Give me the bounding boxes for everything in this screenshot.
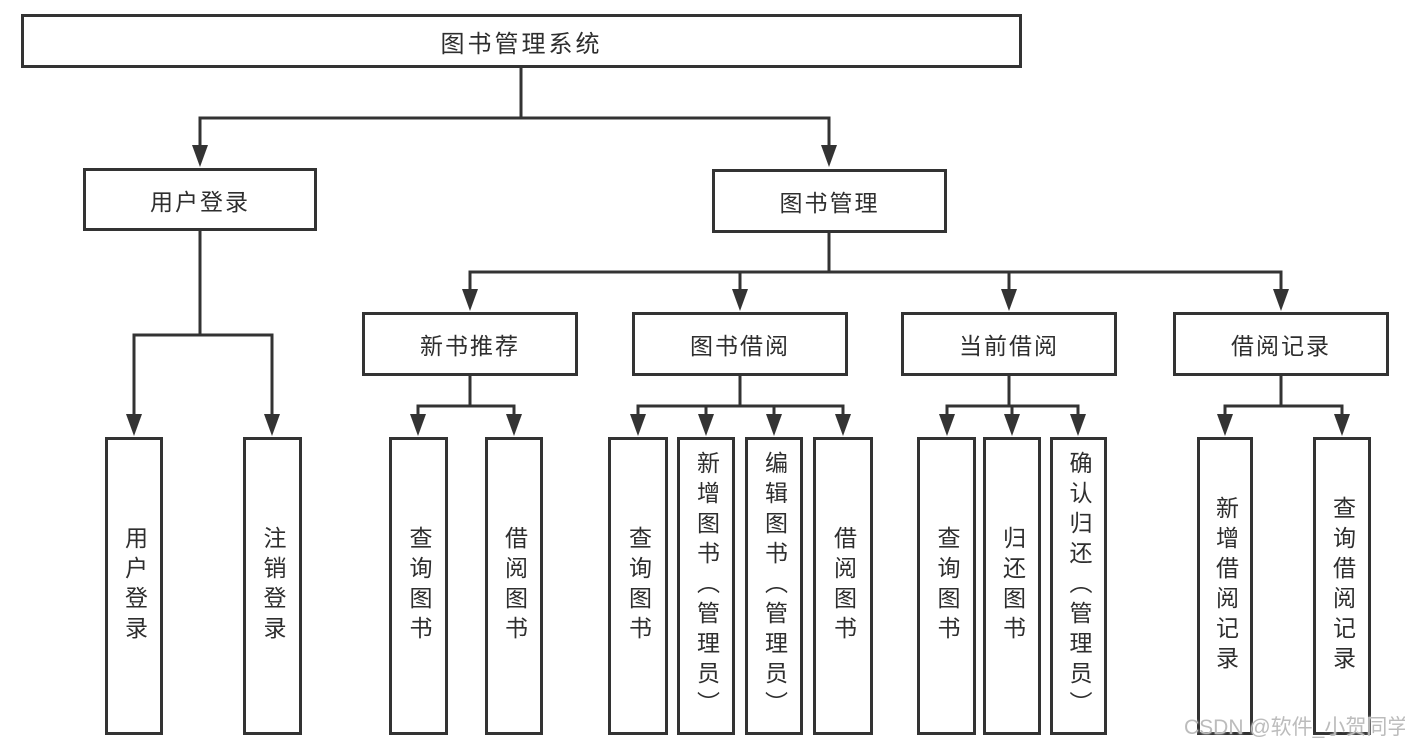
node-book-management-label: 图书管理 (779, 190, 880, 216)
watermark: CSDN @软件_小贺同学 (1184, 716, 1405, 739)
node-borrowing-records: 借阅记录 (1173, 312, 1389, 376)
node-leaf-query-books-borrowing-label: 查询图书 (625, 526, 652, 646)
node-book-borrowing: 图书借阅 (632, 312, 848, 376)
node-current-borrowing-label: 当前借阅 (959, 333, 1059, 359)
node-new-book-recommend: 新书推荐 (362, 312, 578, 376)
node-leaf-query-books-current: 查询图书 (917, 437, 976, 735)
node-leaf-add-books-admin-label: 新增图书（管理员） (693, 451, 720, 721)
node-leaf-add-borrow-record-label: 新增借阅记录 (1212, 496, 1239, 676)
node-current-borrowing: 当前借阅 (901, 312, 1117, 376)
node-leaf-return-books-label: 归还图书 (999, 526, 1026, 646)
node-book-management: 图书管理 (712, 169, 947, 233)
node-leaf-add-borrow-record: 新增借阅记录 (1197, 437, 1253, 735)
node-user-login-label: 用户登录 (150, 188, 250, 215)
node-leaf-query-borrow-record: 查询借阅记录 (1313, 437, 1371, 735)
connector-root-to-level2 (192, 68, 837, 167)
node-leaf-edit-books-admin-label: 编辑图书（管理员） (761, 451, 788, 721)
node-leaf-borrow-books-recommend: 借阅图书 (485, 437, 543, 735)
node-library-system: 图书管理系统 (21, 14, 1022, 68)
node-leaf-return-books: 归还图书 (983, 437, 1041, 735)
node-leaf-borrow-books-borrowing: 借阅图书 (813, 437, 873, 735)
node-leaf-query-books-recommend: 查询图书 (389, 437, 448, 735)
node-leaf-confirm-return-admin-label: 确认归还（管理员） (1066, 451, 1092, 721)
node-leaf-borrow-books-borrowing-label: 借阅图书 (830, 526, 857, 646)
node-leaf-logout-label: 注销登录 (260, 526, 286, 646)
node-leaf-logout: 注销登录 (243, 437, 302, 735)
node-leaf-query-books-borrowing: 查询图书 (608, 437, 668, 735)
node-user-login: 用户登录 (83, 168, 317, 231)
node-library-system-label: 图书管理系统 (440, 30, 603, 58)
node-leaf-user-login: 用户登录 (105, 437, 163, 735)
node-leaf-edit-books-admin: 编辑图书（管理员） (745, 437, 803, 735)
connector-records-to-leaves (1217, 376, 1350, 436)
connector-userlogin-to-leaves (126, 230, 280, 436)
node-leaf-query-borrow-record-label: 查询借阅记录 (1329, 496, 1356, 676)
connector-current-to-leaves (939, 376, 1086, 436)
node-new-book-recommend-label: 新书推荐 (420, 333, 520, 359)
connector-recommend-to-leaves (410, 376, 522, 436)
connector-bookmgmt-to-level3 (462, 233, 1289, 311)
node-leaf-add-books-admin: 新增图书（管理员） (677, 437, 735, 735)
connector-borrowing-to-leaves (630, 376, 851, 436)
node-leaf-user-login-label: 用户登录 (121, 526, 148, 646)
node-leaf-query-books-recommend-label: 查询图书 (406, 526, 432, 646)
node-book-borrowing-label: 图书借阅 (690, 333, 790, 359)
node-leaf-borrow-books-recommend-label: 借阅图书 (501, 526, 528, 646)
node-borrowing-records-label: 借阅记录 (1231, 333, 1331, 359)
node-leaf-query-books-current-label: 查询图书 (934, 526, 960, 646)
node-leaf-confirm-return-admin: 确认归还（管理员） (1050, 437, 1107, 735)
